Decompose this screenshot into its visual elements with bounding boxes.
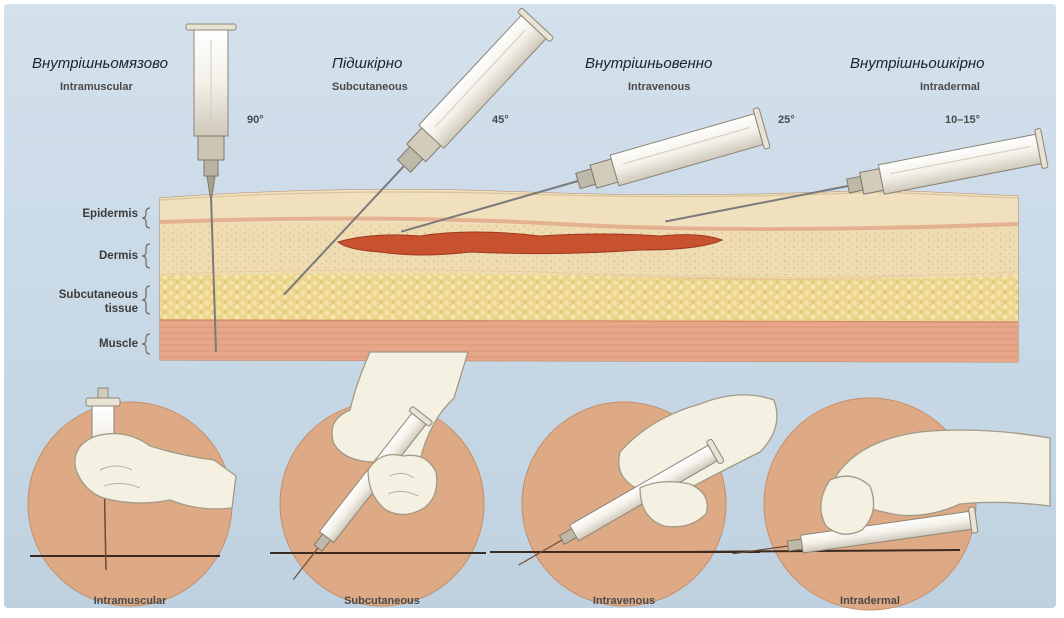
route-label-ua-subcutaneous: Підшкірно [332,55,402,72]
angle-intramuscular: 90° [247,114,264,126]
angle-intravenous: 25° [778,114,795,126]
route-label-ua-intradermal: Внутрішньошкірно [850,55,985,72]
caption-intravenous: Intravenous [554,595,694,607]
route-label-ua-intramuscular: Внутрішньомязово [32,55,168,72]
caption-intradermal: Intradermal [800,595,940,607]
layer-label-epidermis: Epidermis [48,207,138,221]
route-label-en-intravenous: Intravenous [628,81,690,93]
route-label-en-intramuscular: Intramuscular [60,81,133,93]
muscle-layer [160,320,1018,362]
layer-label-muscle: Muscle [48,337,138,351]
angle-subcutaneous: 45° [492,114,509,126]
caption-subcutaneous: Subcutaneous [312,595,452,607]
subcutaneous-layer [160,272,1018,322]
layer-label-dermis: Dermis [48,249,138,263]
angle-intradermal: 10–15° [945,114,980,126]
route-label-en-subcutaneous: Subcutaneous [332,81,408,93]
route-label-ua-intravenous: Внутрішньовенно [585,55,712,72]
layer-label-subcutaneous-tissue: Subcutaneous tissue [40,288,138,316]
route-label-en-intradermal: Intradermal [920,81,980,93]
skin-cross-section [160,190,1018,362]
caption-intramuscular: Intramuscular [60,595,200,607]
